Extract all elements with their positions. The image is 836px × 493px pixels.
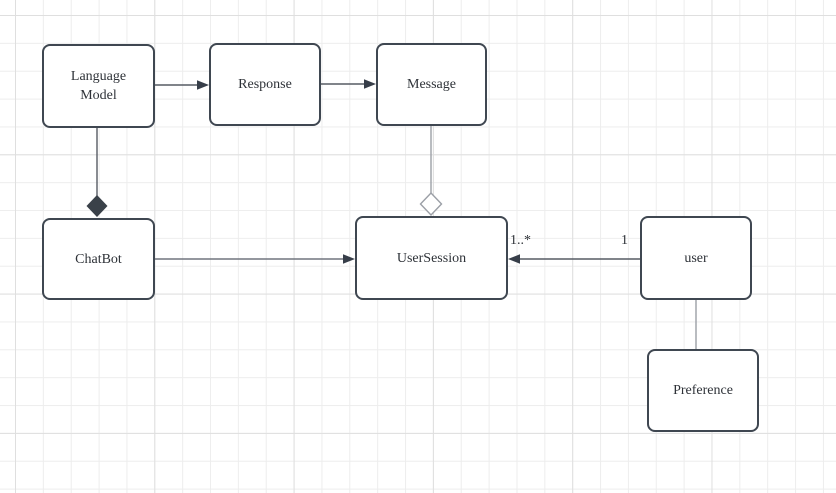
edge-message-usersession-aggregation[interactable]: [419, 126, 443, 217]
node-response[interactable]: Response: [209, 43, 321, 126]
multiplicity-label-source: 1: [621, 233, 628, 248]
edge-languagemodel-to-response[interactable]: [155, 80, 209, 90]
arrowhead-right-icon: [364, 79, 376, 89]
aggregation-hollow-diamond-icon: [419, 191, 443, 217]
node-label: user: [684, 250, 708, 266]
node-label: ChatBot: [75, 251, 122, 267]
edge-user-to-usersession[interactable]: [508, 254, 640, 264]
node-message[interactable]: Message: [376, 43, 487, 126]
node-preference[interactable]: Preference: [647, 349, 759, 432]
node-language-model[interactable]: Language Model: [42, 44, 155, 128]
arrowhead-right-icon: [197, 80, 209, 90]
node-label: Response: [238, 77, 292, 92]
edge-response-to-message[interactable]: [321, 79, 376, 89]
multiplicity-label-target: 1..*: [510, 233, 531, 248]
node-usersession[interactable]: UserSession: [355, 216, 508, 300]
arrowhead-left-icon: [508, 254, 520, 264]
composition-filled-diamond-icon: [86, 195, 108, 217]
node-label: UserSession: [396, 250, 467, 266]
node-label: Preference: [673, 383, 733, 398]
edge-languagemodel-chatbot-composition[interactable]: [86, 128, 108, 217]
edge-chatbot-to-usersession[interactable]: [155, 254, 355, 264]
node-chatbot[interactable]: ChatBot: [42, 218, 155, 300]
node-user[interactable]: user: [640, 216, 752, 300]
node-label: Language Model: [70, 69, 127, 103]
arrowhead-right-icon: [343, 254, 355, 264]
node-label: Message: [407, 77, 456, 92]
